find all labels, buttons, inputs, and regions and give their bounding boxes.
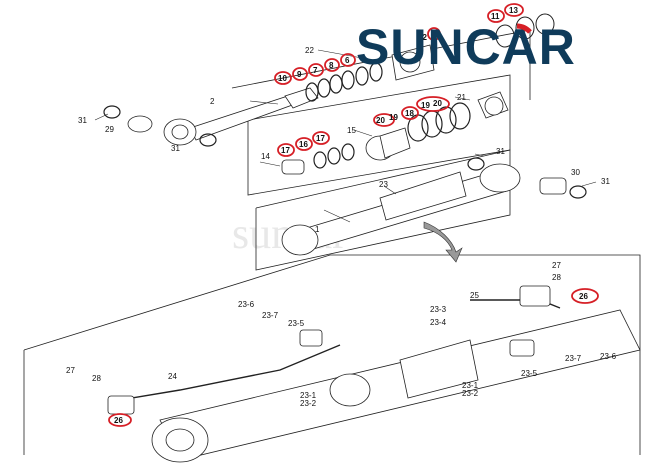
label-part-23: 23	[379, 180, 388, 189]
head-seals	[495, 13, 555, 48]
label-part-23-5-a: 23-5	[288, 319, 305, 328]
label-part-10: 10	[278, 74, 287, 83]
label-part-17-b: 17	[316, 134, 325, 143]
barrel-seal-1	[467, 157, 485, 171]
label-part-23-5-b: 23-5	[521, 369, 538, 378]
label-part-23-2-b: 23-2	[462, 389, 479, 398]
highlight-9: 9	[292, 67, 308, 81]
label-part-22: 22	[305, 46, 314, 55]
label-part-19-a: 19	[389, 113, 398, 122]
label-part-6: 6	[345, 56, 350, 65]
explode-arrow	[423, 221, 463, 263]
label-part-8: 8	[329, 61, 334, 70]
lock-nut	[477, 91, 509, 119]
label-part-19-b: 19	[421, 101, 430, 110]
highlight-18: 18	[401, 106, 419, 120]
highlight-12: 12	[418, 27, 441, 42]
label-part-16: 16	[299, 140, 308, 149]
label-part-12: 12	[418, 33, 427, 42]
label-part-29: 29	[105, 125, 114, 134]
highlight-26-a: 26	[571, 288, 599, 304]
label-part-23-6-a: 23-6	[238, 300, 255, 309]
label-part-20-a: 20	[376, 116, 385, 125]
highlight-11: 11	[487, 9, 505, 23]
leader-lines	[94, 49, 597, 223]
label-part-26-b: 26	[114, 416, 123, 425]
label-part-2: 2	[210, 97, 215, 106]
highlight-8: 8	[324, 58, 340, 72]
rod-seal-right	[199, 133, 217, 147]
label-part-26-a: 26	[579, 292, 588, 301]
label-part-23-4: 23-4	[430, 318, 447, 327]
suncar-logo: SUNCAR	[356, 19, 576, 72]
cylinder-barrel	[281, 163, 521, 256]
label-part-15: 15	[347, 126, 356, 135]
rod-seal-left	[103, 105, 121, 119]
label-part-31-d: 31	[601, 177, 610, 186]
logo-accent-icon	[516, 23, 532, 34]
label-part-23-3: 23-3	[430, 305, 447, 314]
panel-frame-lower	[23, 254, 641, 455]
label-part-28-b: 28	[92, 374, 101, 383]
label-part-20-b: 20	[433, 99, 442, 108]
bushing-seal-set	[313, 143, 355, 169]
label-part-7: 7	[313, 66, 318, 75]
logo-text: SUNCAR	[356, 19, 576, 72]
rod-seal-set	[305, 62, 383, 102]
bushing	[281, 159, 305, 175]
label-part-13: 13	[509, 6, 518, 15]
label-part-31-b: 31	[171, 144, 180, 153]
label-part-27-a: 27	[552, 261, 561, 270]
label-part-30: 30	[571, 168, 580, 177]
highlight-17-b: 17	[312, 131, 330, 145]
barrel-seal-2	[569, 185, 587, 199]
highlight-13: 13	[504, 3, 524, 17]
label-part-14: 14	[261, 152, 270, 161]
piston	[365, 127, 411, 161]
label-part-21: 21	[457, 93, 466, 102]
highlight-7: 7	[308, 63, 324, 77]
label-part-23-6-b: 23-6	[600, 352, 617, 361]
panel-frame-barrel	[255, 149, 511, 271]
label-part-24: 24	[168, 372, 177, 381]
label-part-9: 9	[297, 70, 302, 79]
highlight-10: 10	[274, 71, 292, 85]
label-part-1: 1	[315, 225, 320, 234]
cylinder-head	[391, 44, 435, 81]
label-part-23-7-a: 23-7	[262, 311, 279, 320]
barrel-bushing	[539, 177, 567, 195]
label-part-23-2-a: 23-2	[300, 399, 317, 408]
label-part-31-c: 31	[496, 147, 505, 156]
label-part-27-b: 27	[66, 366, 75, 375]
label-part-25: 25	[470, 291, 479, 300]
label-part-23-7-b: 23-7	[565, 354, 582, 363]
label-part-18: 18	[405, 109, 414, 118]
label-part-17-a: 17	[281, 146, 290, 155]
label-part-23-1-b: 23-1	[462, 381, 479, 390]
label-part-23-1-a: 23-1	[300, 391, 317, 400]
label-part-11: 11	[491, 12, 500, 21]
label-part-28-a: 28	[552, 273, 561, 282]
highlight-6: 6	[340, 53, 356, 67]
label-part-31-a: 31	[78, 116, 87, 125]
rod-bushing	[127, 115, 153, 133]
line-clamps	[107, 285, 551, 415]
highlight-16: 16	[295, 137, 313, 151]
highlight-17-a: 17	[277, 143, 295, 157]
highlight-26-b: 26	[108, 413, 132, 427]
